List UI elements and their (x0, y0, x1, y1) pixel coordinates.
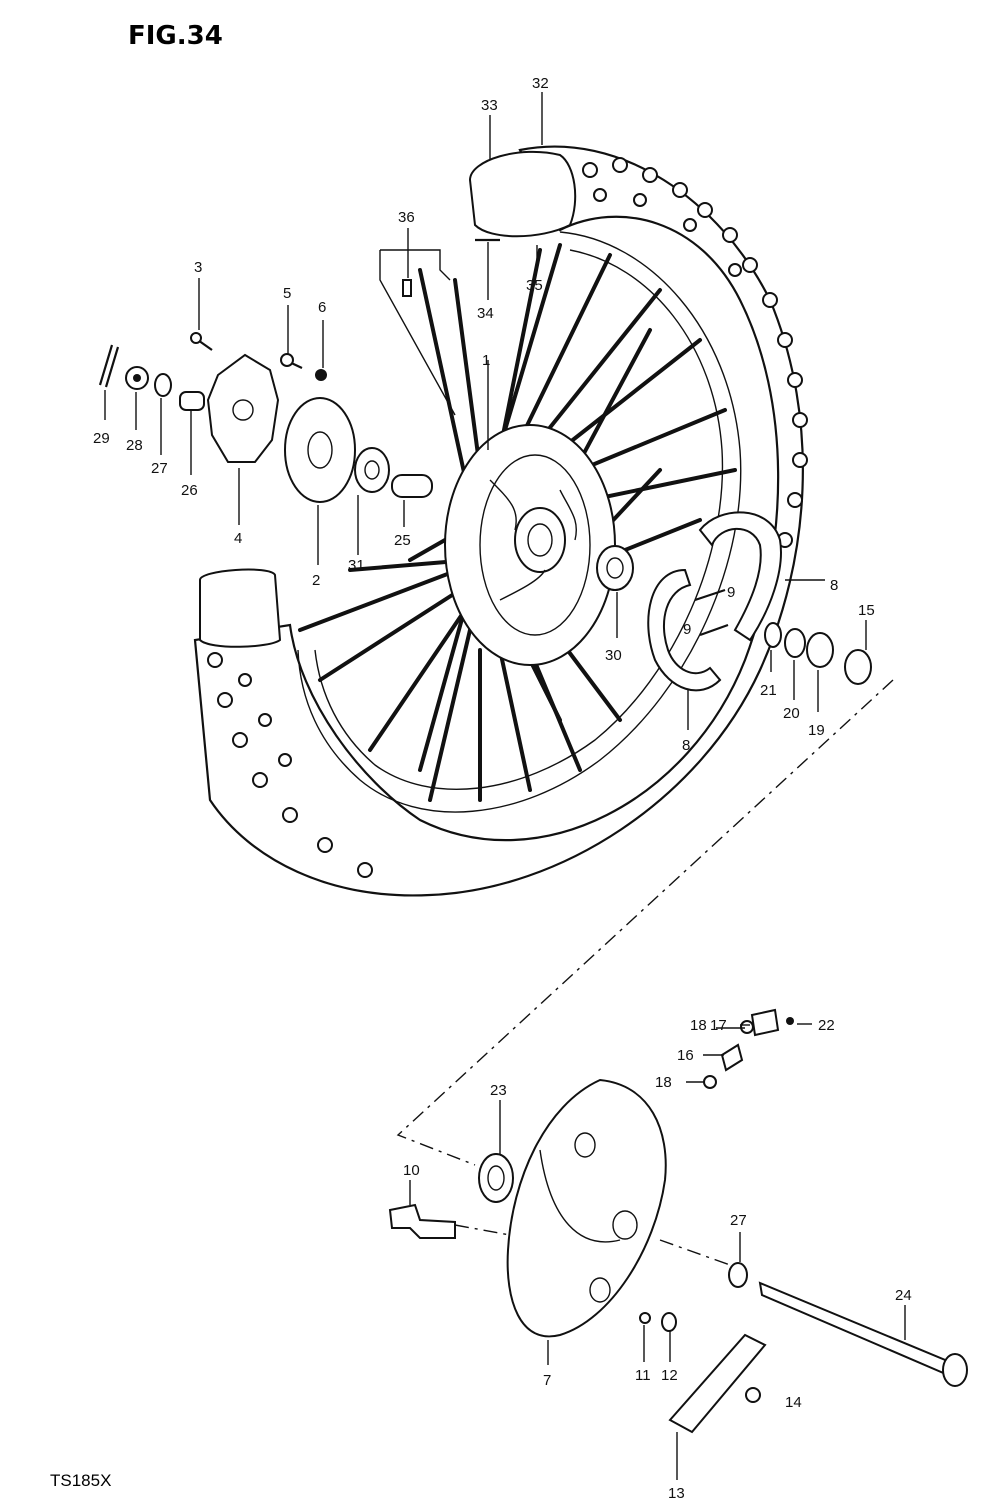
washer-11 (639, 1312, 651, 1324)
callout-6: 6 (318, 299, 326, 316)
callout-11: 11 (635, 1367, 651, 1384)
callout-9-upper: 9 (727, 584, 735, 601)
brake-panel-assembly (388, 679, 968, 1434)
callout-18-upper: 18 (690, 1017, 707, 1034)
washer-20 (784, 628, 806, 658)
washer (154, 373, 172, 397)
indicator-19 (806, 632, 834, 668)
rear-axle (758, 1281, 957, 1380)
callout-12: 12 (661, 1367, 678, 1384)
leader-lines (104, 92, 906, 1480)
callout-2: 2 (312, 572, 320, 589)
sprocket-drum (284, 397, 356, 503)
bolt-14 (745, 1387, 761, 1403)
callout-8-lower: 8 (682, 737, 690, 754)
callout-25: 25 (394, 532, 411, 549)
washer-18b (703, 1075, 717, 1089)
callout-9-lower: 9 (683, 621, 691, 638)
callout-26: 26 (181, 482, 198, 499)
callout-19: 19 (808, 722, 825, 739)
callout-28: 28 (126, 437, 143, 454)
spoke-nipple (402, 279, 412, 297)
callout-18-lower: 18 (655, 1074, 672, 1091)
callout-4: 4 (234, 530, 242, 547)
callout-10: 10 (403, 1162, 420, 1179)
bearing (354, 447, 390, 493)
callout-13: 13 (668, 1485, 685, 1500)
tire-section (199, 568, 282, 648)
callout-16: 16 (677, 1047, 694, 1064)
spacer (179, 391, 205, 411)
rim-band (468, 150, 577, 238)
callout-27-upper: 27 (151, 460, 168, 477)
brake-spring-lower (699, 623, 729, 637)
callout-29: 29 (93, 430, 110, 447)
cotter-pin (98, 344, 120, 388)
callout-labels: 1 2 3 4 5 6 7 8 8 9 9 10 11 12 13 14 15 … (93, 75, 912, 1500)
figure-title: FIG.34 (128, 21, 223, 51)
callout-22: 22 (818, 1017, 835, 1034)
model-label: TS185X (50, 1471, 111, 1490)
brake-cam (388, 1203, 456, 1239)
washer-18a (740, 1020, 754, 1034)
seal-12 (661, 1312, 677, 1332)
brake-panel (506, 1078, 667, 1338)
brake-shoe-lower (647, 568, 722, 692)
brake-spring-upper (694, 588, 726, 602)
callout-27-lower: 27 (730, 1212, 747, 1229)
callout-17: 17 (710, 1017, 727, 1034)
callout-7: 7 (543, 1372, 551, 1389)
callout-33: 33 (481, 97, 498, 114)
callout-3: 3 (194, 259, 202, 276)
cam-lever (668, 1333, 767, 1434)
callout-23: 23 (490, 1082, 507, 1099)
dust-seal (478, 1153, 514, 1203)
callout-14: 14 (785, 1394, 802, 1411)
brake-shoe-upper (698, 511, 782, 642)
callout-35: 35 (526, 277, 543, 294)
hub-bearing (596, 545, 634, 591)
sprocket (206, 353, 280, 463)
joint-16 (720, 1043, 744, 1072)
oil-seal-21 (764, 622, 782, 648)
callout-24: 24 (895, 1287, 912, 1304)
sprocket-parts (98, 238, 634, 591)
wheel-assembly (193, 145, 808, 897)
callout-15: 15 (858, 602, 875, 619)
brake-adjuster (750, 1008, 780, 1037)
tire-tread (207, 157, 808, 878)
callout-1: 1 (482, 352, 490, 369)
washer-27 (728, 1262, 748, 1288)
nut-6 (315, 369, 327, 381)
spacer-tube (391, 474, 433, 498)
pin-22 (786, 1017, 794, 1025)
callout-20: 20 (783, 705, 800, 722)
callout-34: 34 (477, 305, 494, 322)
seal-15 (844, 649, 872, 685)
rim (297, 231, 742, 813)
callout-8-upper: 8 (830, 577, 838, 594)
callout-21: 21 (760, 682, 777, 699)
callout-5: 5 (283, 285, 291, 302)
callout-31: 31 (348, 557, 365, 574)
callout-36: 36 (398, 209, 415, 226)
brake-shoes (647, 511, 872, 692)
callout-32: 32 (532, 75, 549, 92)
callout-30: 30 (605, 647, 622, 664)
